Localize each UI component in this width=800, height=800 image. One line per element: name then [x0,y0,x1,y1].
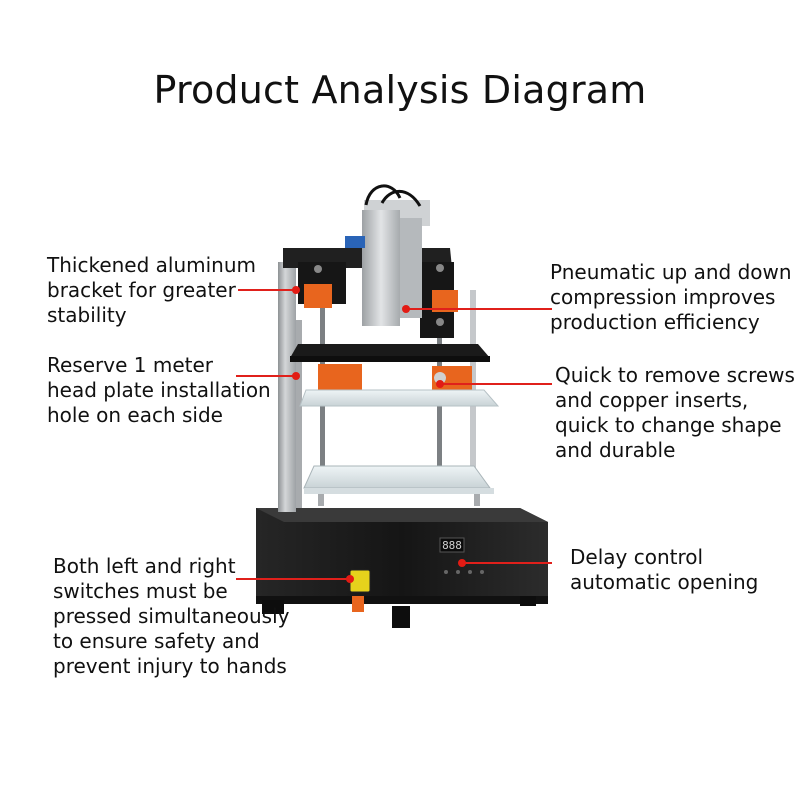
marker-safety-switches [346,575,354,583]
callout-safety-line-3: pressed simultaneously [53,604,290,628]
marker-reserve-hole [292,372,300,380]
callout-delay-line-1: Delay control [570,545,704,569]
marker-pneumatic [402,305,410,313]
callout-reserve-hole-line-2: head plate installation [47,378,271,402]
callout-pneumatic: Pneumatic up and down compression improv… [550,260,792,335]
callout-safety-line-1: Both left and right [53,554,236,578]
page-title: Product Analysis Diagram [153,68,647,112]
callout-quick-change-line-4: and durable [555,438,676,462]
marker-quick-change [436,380,444,388]
callout-reserve-hole-line-3: hole on each side [47,403,223,427]
orange-block-upper-right [432,290,458,312]
safety-switch [349,569,371,612]
pneumatic-cylinder [345,184,430,326]
leader-lines [236,289,552,580]
callout-quick-change-line-2: and copper inserts, [555,388,749,412]
callout-delay-control: Delay control automatic opening [570,545,758,595]
callout-quick-change-line-3: quick to change shape [555,413,782,437]
display-readout: 888 [442,539,462,552]
work-plate [303,465,494,506]
callout-bracket: Thickened aluminum bracket for greater s… [47,253,256,328]
press-plate [290,344,500,407]
callout-reserve-hole: Reserve 1 meter head plate installation … [47,353,271,428]
callout-delay-line-2: automatic opening [570,570,759,594]
callout-bracket-line-1: Thickened aluminum [47,253,257,277]
callout-markers [292,286,466,583]
callout-bracket-line-2: bracket for greater [47,278,236,302]
callout-pneumatic-line-2: compression improves [550,285,776,309]
callout-safety-line-5: prevent injury to hands [53,654,287,678]
callout-quick-change: Quick to remove screws and copper insert… [555,363,795,463]
machine-base [256,508,548,628]
orange-block-upper-left [304,284,332,308]
callout-safety-line-4: to ensure safety and [53,629,260,653]
digital-display: 888 [439,537,484,574]
marker-delay-control [458,559,466,567]
callout-reserve-hole-line-1: Reserve 1 meter [47,353,213,377]
callout-safety-switches: Both left and right switches must be pre… [53,554,289,679]
callout-safety-line-2: switches must be [53,579,228,603]
callout-quick-change-line-1: Quick to remove screws [555,363,795,387]
callout-pneumatic-line-1: Pneumatic up and down [550,260,792,284]
callout-pneumatic-line-3: production efficiency [550,310,760,334]
callout-bracket-line-3: stability [47,303,127,327]
marker-bracket [292,286,300,294]
